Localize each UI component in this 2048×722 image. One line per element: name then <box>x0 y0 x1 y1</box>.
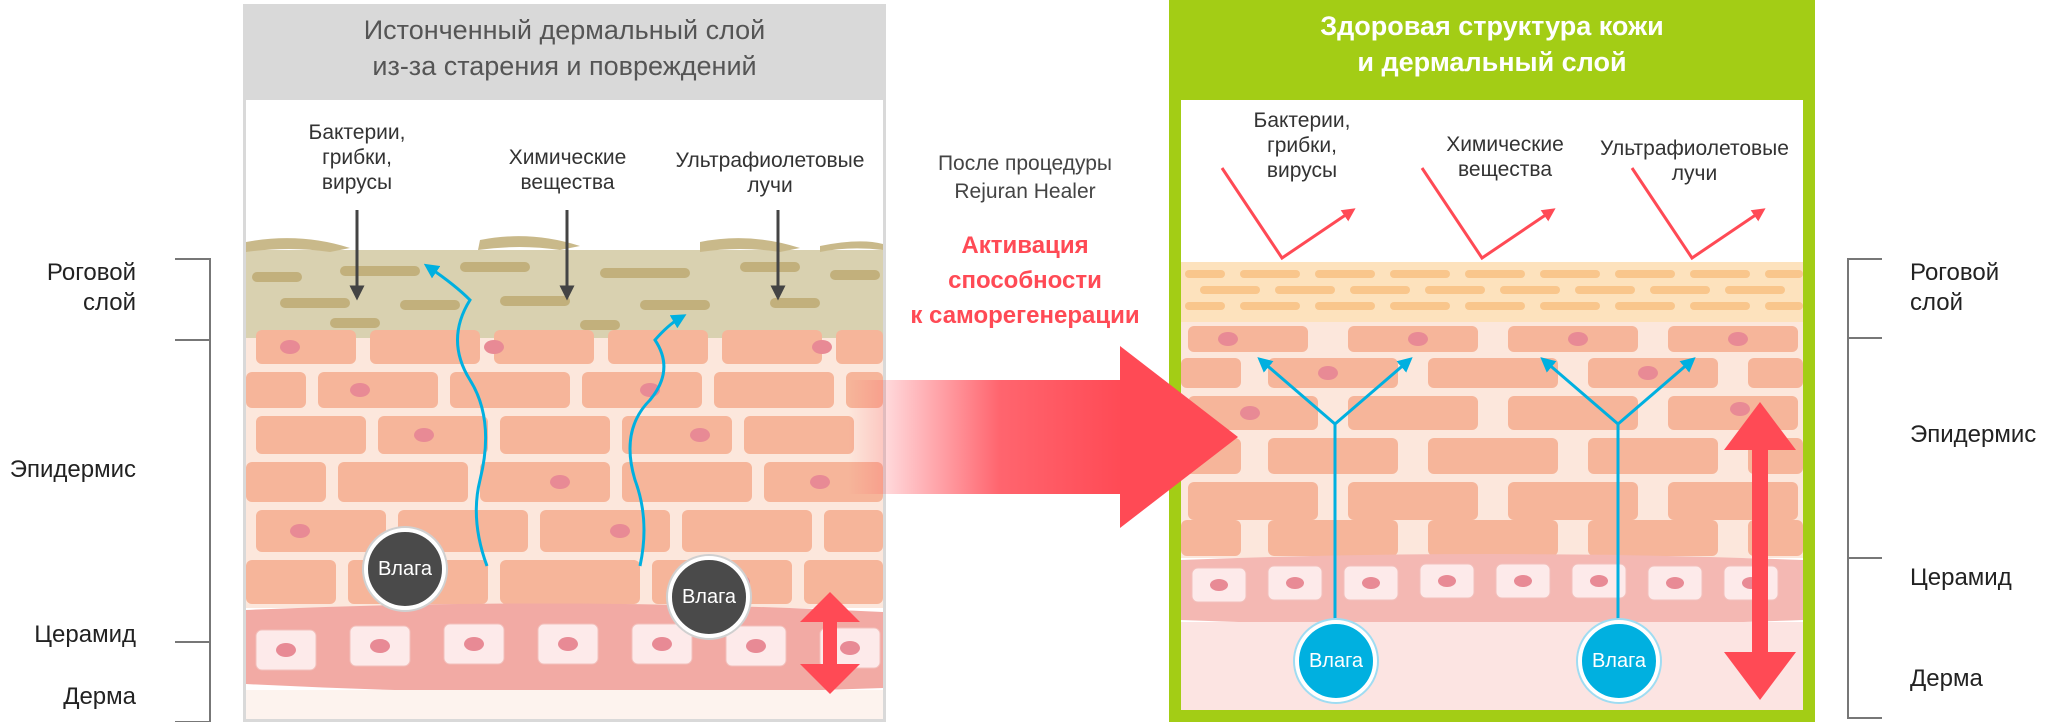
label-stratum-corneum-right: Роговой слой <box>1910 259 2000 316</box>
dermis-thickness-arrow-left <box>800 592 860 694</box>
right-panel-title: Здоровая структура кожи и дермальный сло… <box>1320 11 1664 77</box>
right-panel-title-bar: Здоровая структура кожи и дермальный сло… <box>1169 0 1815 100</box>
threat-label-chemicals-right: Химические вещества <box>1446 133 1564 181</box>
moisture-bubble-right-1: Влага <box>1295 620 1377 702</box>
label-dermis-right: Дерма <box>1910 665 1983 692</box>
label-epidermis-left: Эпидермис <box>9 456 136 483</box>
threat-label-uv-right: Ультрафиолетовые лучи <box>1600 137 1789 185</box>
threat-label-uv-left: Ультрафиолетовые лучи <box>675 149 865 197</box>
threat-label-bacteria-left: Бактерии, грибки, вирусы <box>308 121 406 194</box>
moisture-loss-path-2 <box>628 314 687 567</box>
moisture-bubble-left-1: Влага <box>364 528 446 610</box>
threat-label-bacteria-right: Бактерии, грибки, вирусы <box>1253 109 1351 182</box>
left-panel-title: Истонченный дермальный слой из-за старен… <box>363 15 766 81</box>
label-epidermis-right: Эпидермис <box>1910 421 2037 448</box>
deflected-threat-arrow-2 <box>1420 167 1556 261</box>
activation-caption: Активация способности к саморегенерации <box>910 232 1140 329</box>
left-panel-title-bar: Истонченный дермальный слой из-за старен… <box>243 4 886 100</box>
label-ceramide-left: Церамид <box>34 621 136 648</box>
label-ceramide-right: Церамид <box>1910 564 2012 591</box>
transition-arrow <box>848 346 1238 528</box>
moisture-supply-1 <box>1257 357 1413 640</box>
threat-label-chemicals-left: Химические вещества <box>508 146 627 194</box>
moisture-loss-path-1 <box>423 263 489 567</box>
right-skin-layers <box>1181 100 1803 710</box>
left-layer-brackets <box>175 258 211 722</box>
deflected-threat-arrow-1 <box>1220 167 1356 261</box>
moisture-supply-2 <box>1540 357 1696 640</box>
label-stratum-corneum-left: Роговой слой <box>46 259 136 316</box>
moisture-bubble-left-2: Влага <box>668 556 750 638</box>
deflected-threat-arrow-3 <box>1630 167 1766 261</box>
procedure-caption: После процедуры Rejuran Healer <box>937 152 1113 203</box>
dermis-thickness-arrow-right <box>1724 402 1796 700</box>
right-layer-brackets <box>1847 258 1882 719</box>
left-skin-layers <box>246 210 883 719</box>
label-dermis-left: Дерма <box>63 683 136 710</box>
moisture-bubble-right-2: Влага <box>1578 620 1660 702</box>
